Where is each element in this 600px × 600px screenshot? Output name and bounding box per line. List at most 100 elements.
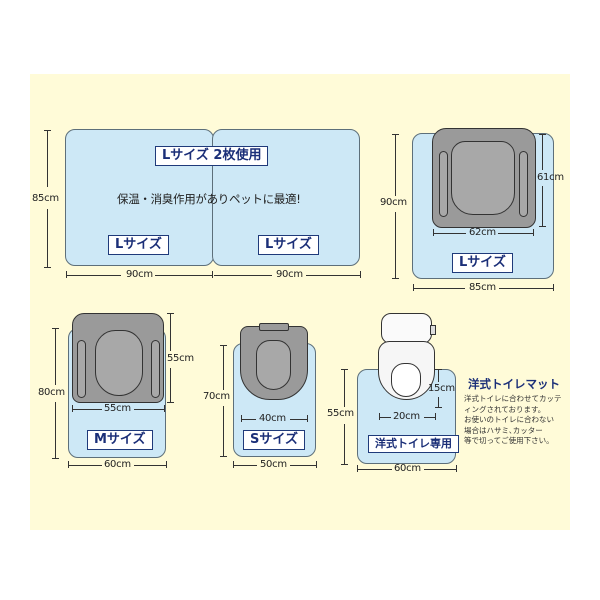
dim-tick	[433, 229, 434, 236]
dim-line	[55, 328, 56, 385]
dim-tick	[72, 405, 73, 412]
mat-l-single-height: 90cm	[380, 197, 407, 208]
armrest-right	[519, 151, 528, 217]
dim-tick	[66, 271, 67, 278]
dim-tick	[456, 465, 457, 472]
dim-line	[68, 465, 102, 466]
dim-line	[395, 134, 396, 196]
dim-line	[306, 275, 360, 276]
dim-tick	[164, 405, 165, 412]
mat-l-single-seat-depth: 61cm	[537, 172, 564, 183]
dim-line	[47, 130, 48, 187]
commode-seat-l	[432, 128, 536, 228]
mat-western-width: 60cm	[394, 463, 421, 474]
dim-tick	[357, 465, 358, 472]
dim-line	[223, 406, 224, 456]
mat-western-height: 55cm	[327, 408, 354, 419]
commode-seat-m	[72, 313, 164, 403]
dim-line	[357, 469, 392, 470]
dim-line	[542, 186, 543, 226]
dim-line	[433, 233, 466, 234]
mat-l-double-height: 85cm	[32, 193, 59, 204]
mat-l-double-title: Lサイズ 2枚使用	[155, 146, 269, 166]
dim-tick	[316, 461, 317, 468]
toilet-bowl	[378, 341, 435, 400]
dim-line	[344, 424, 345, 464]
dim-tick	[553, 284, 554, 291]
dim-line	[424, 469, 456, 470]
mat-s-width: 50cm	[260, 459, 287, 470]
dim-tick	[212, 271, 213, 278]
dim-line	[395, 212, 396, 278]
mat-m-width: 60cm	[104, 459, 131, 470]
mat-m-height: 80cm	[38, 387, 65, 398]
seat-opening	[95, 330, 143, 396]
info-title: 洋式トイレマット	[468, 377, 560, 391]
dim-tick	[233, 461, 234, 468]
dim-line	[290, 419, 307, 420]
info-line: ィングされております。	[464, 404, 546, 414]
dim-tick	[379, 413, 380, 420]
dim-line	[134, 409, 164, 410]
bowl-opening	[391, 363, 421, 397]
dim-tick	[392, 278, 399, 279]
toilet-seat-s	[240, 326, 308, 400]
armrest-right	[151, 340, 160, 398]
dim-line	[134, 465, 166, 466]
dim-line	[424, 417, 435, 418]
dim-tick	[68, 461, 69, 468]
dim-line	[241, 419, 256, 420]
dim-line	[413, 288, 465, 289]
dim-line	[438, 369, 439, 382]
armrest-left	[77, 340, 86, 398]
mat-western-label: 洋式トイレ専用	[368, 435, 459, 453]
dim-line	[499, 288, 553, 289]
mat-l-single-width: 85cm	[469, 282, 496, 293]
mat-l-single-seat-width: 62cm	[469, 227, 496, 238]
armrest-left	[439, 151, 448, 217]
mat-s-height: 70cm	[203, 391, 230, 402]
dim-tick	[341, 464, 348, 465]
toilet-lever	[430, 325, 436, 335]
mat-l-double-caption: 保温・消臭作用がありペットに最適!	[117, 192, 301, 206]
mat-western-cutout-depth: 15cm	[428, 383, 455, 394]
dim-tick	[413, 284, 414, 291]
info-line: 等で切ってご使用下さい。	[464, 436, 554, 445]
info-line: 場合はハサミ､カッター	[464, 425, 543, 435]
dim-tick	[166, 461, 167, 468]
toilet-tank	[381, 313, 432, 344]
dim-line	[379, 417, 391, 418]
seat-opening	[451, 141, 515, 215]
dim-tick	[52, 458, 59, 459]
dim-line	[498, 233, 533, 234]
dim-tick	[533, 229, 534, 236]
dim-line	[233, 465, 257, 466]
mat-l-left-label: Lサイズ	[108, 235, 169, 255]
dim-line	[214, 275, 272, 276]
dim-line	[72, 409, 102, 410]
mat-m-seat-width: 55cm	[104, 403, 131, 414]
dim-tick	[435, 407, 442, 408]
dim-tick	[360, 271, 361, 278]
mat-l-right-width: 90cm	[276, 269, 303, 280]
seat-hinge	[259, 323, 289, 331]
dim-tick	[220, 456, 227, 457]
mat-m-label: Mサイズ	[87, 430, 153, 450]
mat-l-right-label: Lサイズ	[258, 235, 319, 255]
seat-opening	[256, 340, 291, 390]
dim-line	[170, 313, 171, 351]
mat-s-seat-width: 40cm	[259, 413, 286, 424]
dim-tick	[241, 415, 242, 422]
dim-line	[170, 368, 171, 402]
dim-line	[290, 465, 316, 466]
dim-line	[223, 345, 224, 390]
dim-tick	[167, 402, 174, 403]
dim-line	[47, 209, 48, 267]
dim-line	[55, 402, 56, 458]
dim-line	[344, 369, 345, 407]
mat-l-left-width: 90cm	[126, 269, 153, 280]
info-line: お使いのトイレに合わない	[464, 415, 554, 424]
mat-s-label: Sサイズ	[243, 430, 305, 450]
info-body: 洋式トイレに合わせてカッテ ィングされております。 お使いのトイレに合わない 場…	[464, 394, 562, 447]
dim-tick	[44, 267, 51, 268]
